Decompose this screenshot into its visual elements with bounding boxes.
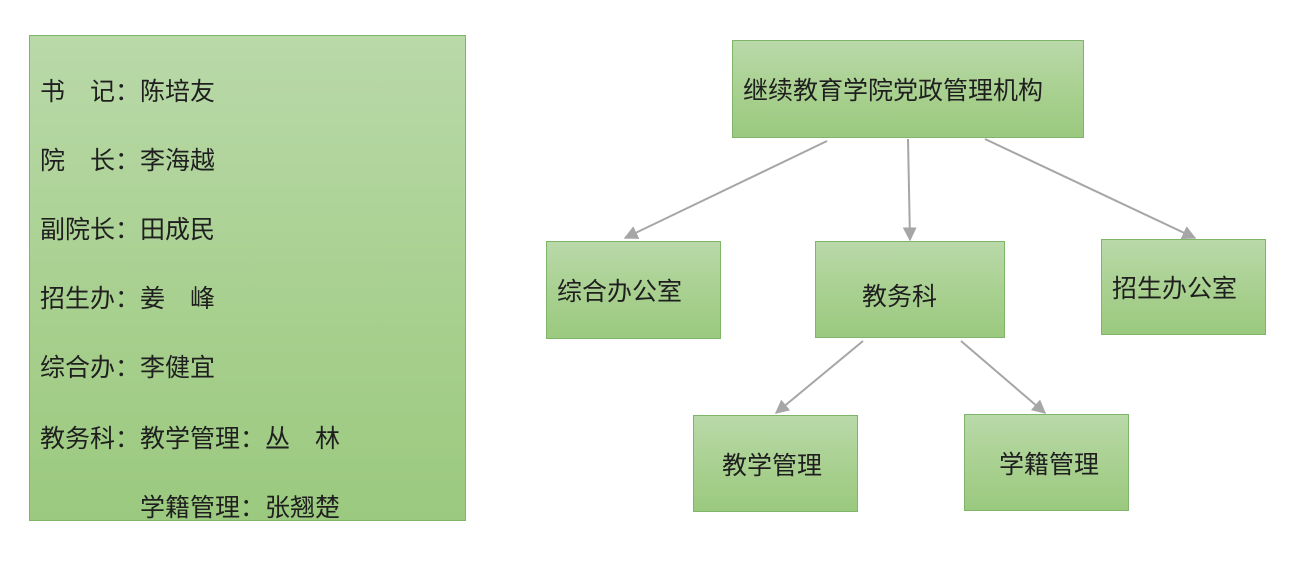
staff-line-academic-teaching: 教务科：教学管理：丛 林 [40, 424, 341, 453]
org-node-admissions-office-label: 招生办公室 [1112, 274, 1238, 303]
org-node-root: 继续教育学院党政管理机构 [732, 40, 1084, 138]
staff-line-dean: 院 长：李海越 [40, 146, 216, 175]
org-node-academic-affairs: 教务科 [815, 241, 1005, 338]
org-node-teaching-management: 教学管理 [693, 415, 858, 512]
org-node-root-label: 继续教育学院党政管理机构 [743, 76, 1044, 105]
staff-line-admissions: 招生办：姜 峰 [40, 284, 216, 313]
org-node-admissions-office: 招生办公室 [1101, 239, 1266, 335]
staff-line-general-office: 综合办：李健宜 [40, 353, 216, 382]
org-node-general-office-label: 综合办公室 [557, 277, 683, 306]
connector-academic-to-teaching [774, 340, 864, 414]
staff-line-vice-dean: 副院长：田成民 [40, 215, 216, 244]
org-node-student-records: 学籍管理 [964, 414, 1129, 511]
staff-line-academic-records: 学籍管理：张翘楚 [40, 493, 341, 522]
connector-root-to-admissions-office [984, 138, 1197, 239]
staff-line-secretary: 书 记：陈培友 [40, 77, 216, 106]
connector-academic-to-records [960, 340, 1047, 414]
org-node-general-office: 综合办公室 [546, 241, 721, 339]
connector-root-to-general-office [623, 140, 828, 239]
connector-root-to-academic-affairs [902, 138, 917, 242]
org-node-academic-affairs-label: 教务科 [862, 281, 938, 311]
org-node-student-records-label: 学籍管理 [999, 449, 1100, 479]
staff-panel: 书 记：陈培友 院 长：李海越 副院长：田成民 招生办：姜 峰 综合办：李健宜 … [29, 35, 466, 522]
org-node-teaching-management-label: 教学管理 [722, 450, 823, 480]
